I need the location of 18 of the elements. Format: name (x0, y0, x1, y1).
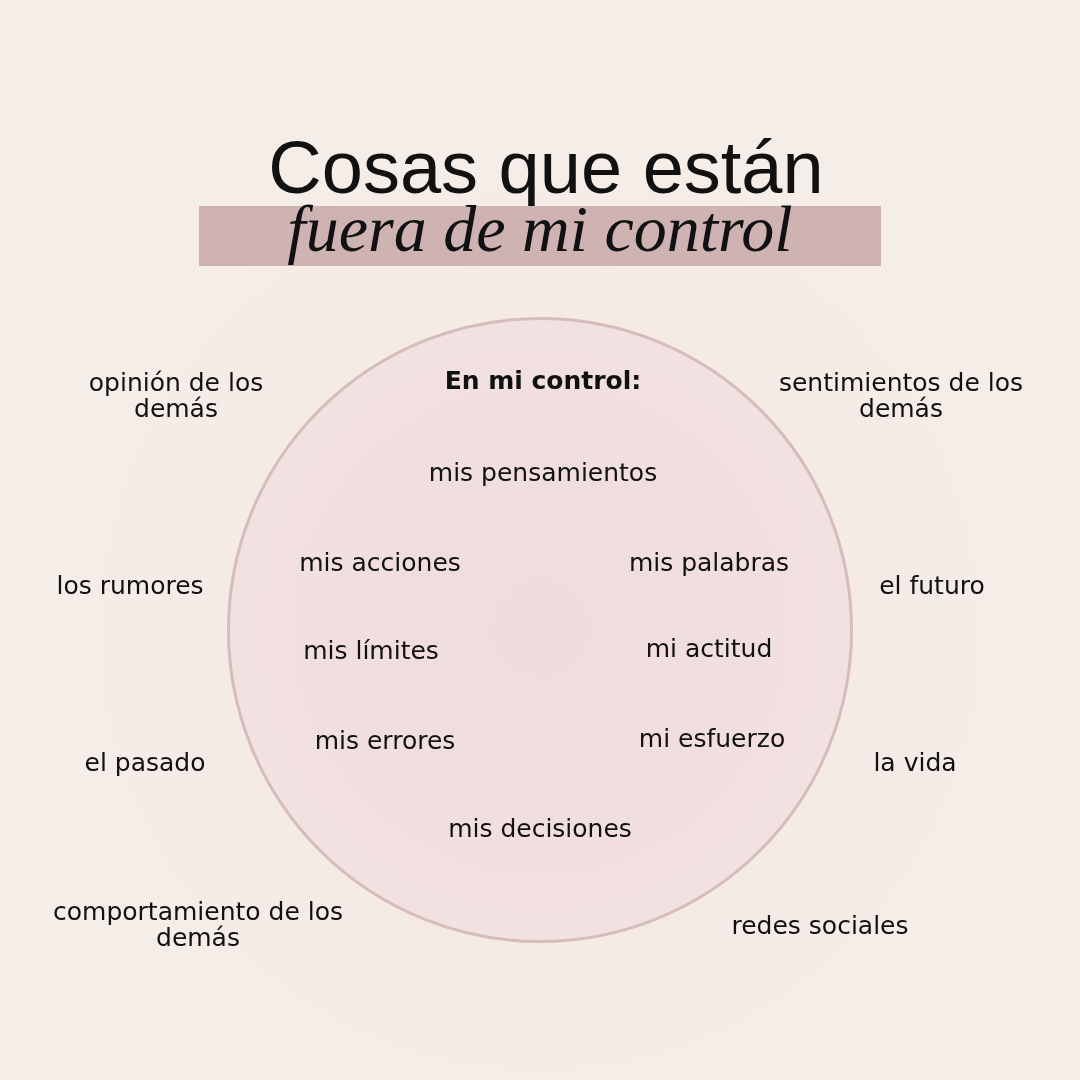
item-text: mis pensamientos (428, 459, 658, 487)
outside-item-text: el pasado (84, 749, 206, 777)
item-text: mis palabras (628, 549, 790, 577)
outside-item-text: comportamiento de los demás (52, 898, 344, 952)
outside-item-text: opinión de los demás (87, 369, 265, 423)
outside-item-text: el futuro (879, 572, 985, 600)
item-text: mi esfuerzo (638, 725, 786, 753)
item-text: mis límites (303, 637, 439, 665)
heading: En mi control: (444, 367, 642, 395)
outside-item-text: sentimientos de los demás (777, 369, 1025, 423)
highlight-band (199, 206, 881, 266)
item-text: mis decisiones (448, 815, 632, 843)
outside-item-text: la vida (873, 749, 957, 777)
item-text: mi actitud (645, 635, 773, 663)
outside-item-text: redes sociales (731, 912, 909, 940)
outside-item-text: los rumores (56, 572, 204, 600)
item-text: mis errores (314, 727, 456, 755)
item-text: mis acciones (299, 549, 461, 577)
